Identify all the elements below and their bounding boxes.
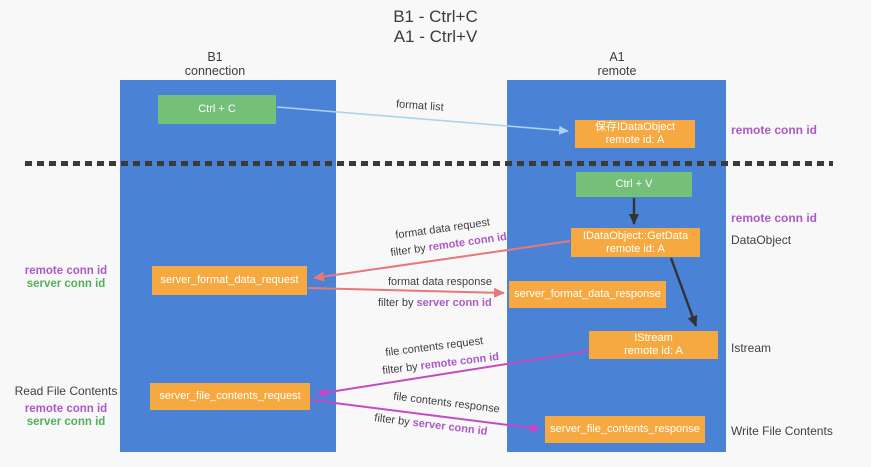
annotation-left-server-conn-id-bottom: server conn id: [26, 416, 106, 428]
node-server-file-contents-request-label: server_file_contents_request: [159, 390, 301, 402]
annotation-write-file-contents: Write File Contents: [731, 424, 833, 438]
node-save-idataobject-line1: 保存IDataObject: [594, 121, 676, 133]
annotation-conn-ids-bottom: remote conn id server conn id: [14, 403, 118, 429]
node-server-format-data-request: server_format_data_request: [152, 266, 307, 295]
node-istream: IStream remote id: A: [589, 331, 718, 359]
filter-key-remote-conn-id: remote conn id: [419, 350, 500, 373]
column-b1-name: B1: [207, 50, 223, 64]
node-server-format-data-response: server_format_data_response: [509, 281, 666, 308]
column-header-b1: B1 connection: [165, 50, 265, 78]
node-server-file-contents-response: server_file_contents_response: [545, 416, 705, 443]
arrow-format-data-response: [307, 287, 505, 298]
filter-key-server-conn-id: server conn id: [411, 416, 489, 438]
filter-prefix: filter by: [389, 241, 430, 260]
node-idataobject-getdata: IDataObject::GetData remote id: A: [571, 228, 700, 257]
node-ctrl-v-label: Ctrl + V: [615, 178, 653, 190]
filter-prefix: filter by: [373, 412, 414, 429]
column-header-a1: A1 remote: [567, 50, 667, 78]
label-filter-format-response: filter by server conn id: [378, 297, 492, 309]
annotation-left-remote-conn-id-top: remote conn id: [24, 265, 108, 277]
node-getdata-line2: remote id: A: [606, 242, 665, 255]
node-ctrl-c: Ctrl + C: [158, 95, 276, 124]
title-line-2: A1 - Ctrl+V: [393, 27, 478, 46]
node-ctrl-c-label: Ctrl + C: [198, 103, 236, 115]
node-getdata-line1: IDataObject::GetData: [582, 229, 689, 242]
annotation-conn-ids-top: remote conn id server conn id: [14, 265, 118, 291]
column-a1-name: A1: [609, 50, 625, 64]
node-save-idataobject-line2: remote id: A: [605, 134, 665, 146]
label-format-list: format list: [395, 98, 445, 114]
title-line-1: B1 - Ctrl+C: [393, 7, 478, 26]
annotation-read-file-contents: Read File Contents: [14, 384, 118, 398]
filter-prefix: filter by: [378, 297, 417, 309]
node-ctrl-v: Ctrl + V: [576, 172, 692, 197]
copy-paste-separator-dashed-line: [25, 161, 833, 166]
annotation-istream: Istream: [731, 341, 772, 355]
annotation-remote-conn-id-top: remote conn id: [731, 123, 818, 137]
node-server-format-data-response-label: server_format_data_response: [514, 288, 661, 300]
node-server-format-data-request-label: server_format_data_request: [160, 274, 299, 286]
column-a1-role: remote: [597, 64, 637, 78]
node-server-file-contents-request: server_file_contents_request: [150, 383, 310, 410]
node-server-file-contents-response-label: server_file_contents_response: [550, 423, 700, 435]
annotation-left-remote-conn-id-bottom: remote conn id: [24, 403, 108, 415]
node-save-idataobject: 保存IDataObject remote id: A: [575, 120, 695, 148]
annotation-dataobject: DataObject: [731, 233, 792, 247]
filter-prefix: filter by: [381, 360, 422, 378]
filter-key-server-conn-id: server conn id: [416, 297, 492, 309]
label-file-contents-response: file contents response: [392, 390, 501, 416]
column-b1-role: connection: [184, 64, 246, 78]
diagram-title: B1 - Ctrl+C A1 - Ctrl+V: [0, 7, 871, 47]
annotation-remote-conn-id-mid: remote conn id: [731, 211, 818, 225]
annotation-left-server-conn-id-top: server conn id: [26, 278, 106, 290]
label-format-data-response: format data response: [388, 276, 492, 288]
node-istream-line2: remote id: A: [624, 345, 683, 357]
label-filter-file-response: filter by server conn id: [374, 412, 488, 438]
node-istream-line1: IStream: [634, 332, 673, 344]
